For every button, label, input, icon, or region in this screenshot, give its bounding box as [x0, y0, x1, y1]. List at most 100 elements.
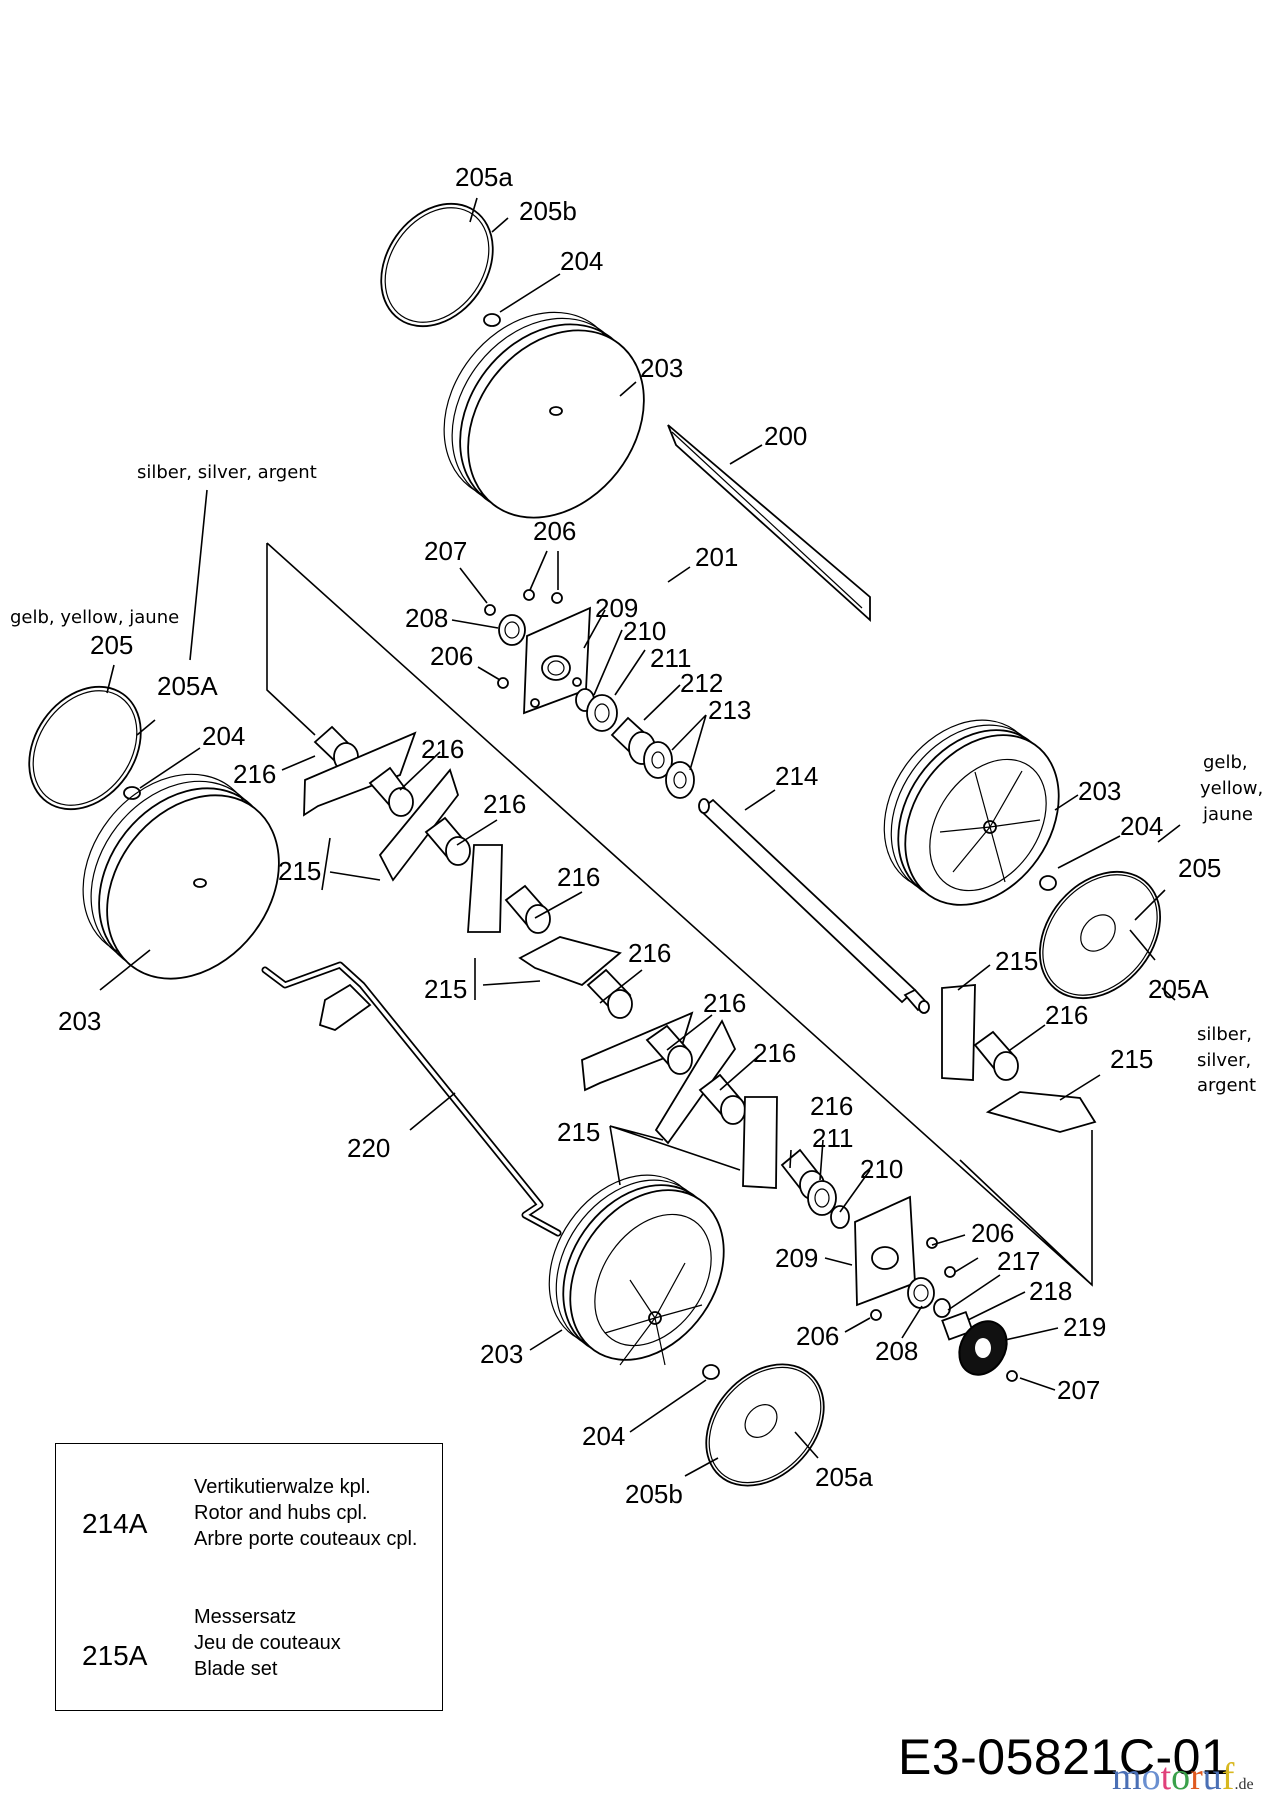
label-211-lower: 211 [812, 1123, 853, 1153]
blade-215 [303, 731, 417, 817]
bearing-208-upper [498, 614, 526, 646]
label-211-upper: 211 [650, 643, 691, 673]
label-215-b: 215 [424, 974, 467, 1004]
label-217: 217 [997, 1246, 1040, 1276]
label-204-right: 204 [1120, 811, 1163, 841]
note-right-yellow-2: yellow, [1200, 778, 1263, 799]
wheel-203-top [443, 311, 645, 519]
hubcap-205-right [1039, 870, 1161, 1000]
watermark-suffix: .de [1234, 1776, 1254, 1793]
legend-line: Arbre porte couteaux cpl. [194, 1528, 418, 1550]
blade-215 [654, 1019, 737, 1145]
spacer-216 [313, 725, 359, 772]
label-203-bottom: 203 [480, 1339, 523, 1369]
blade-stack-upper [303, 725, 622, 987]
part-200-rail [667, 424, 871, 623]
legend-code: 214A [82, 1508, 148, 1539]
legend-line: Messersatz [194, 1606, 297, 1628]
bracket-209-lower [854, 1195, 916, 1307]
label-206-lower-a: 206 [971, 1218, 1014, 1248]
part-201-axle [618, 485, 912, 772]
blade-215 [467, 844, 503, 933]
legend-line: Rotor and hubs cpl. [194, 1502, 368, 1524]
watermark-letter: u [1202, 1756, 1222, 1798]
label-214: 214 [775, 761, 818, 791]
label-215-c: 215 [557, 1117, 600, 1147]
rotor-shaft-214 [698, 798, 930, 1014]
note-right-yellow-1: gelb, [1203, 752, 1248, 773]
note-left-yellow: gelb, yellow, jaune [10, 607, 179, 628]
label-213: 213 [708, 695, 751, 725]
label-204-left: 204 [202, 721, 245, 751]
blade-stack-lower [581, 968, 850, 1229]
label-220: 220 [347, 1133, 390, 1163]
hubcap-205-bottom [705, 1363, 825, 1487]
label-216-d: 216 [557, 862, 600, 892]
note-right-silver-3: argent [1197, 1075, 1256, 1096]
blade-215 [742, 1096, 778, 1189]
plate-218 [941, 1311, 974, 1341]
legend-line: Blade set [194, 1658, 278, 1680]
label-205b-bottom: 205b [625, 1479, 683, 1509]
bearing-211-lower [807, 1180, 837, 1216]
bearing-204-bottom [702, 1364, 720, 1380]
watermark-logo: motoruf.de [1112, 1755, 1254, 1799]
label-204-bottom: 204 [582, 1421, 625, 1451]
watermark-letter: m [1112, 1756, 1142, 1798]
label-203-left: 203 [58, 1006, 101, 1036]
legend-description: Vertikutierwalze kpl. Rotor and hubs cpl… [194, 1474, 417, 1552]
watermark-letters: motoruf [1112, 1756, 1234, 1798]
label-215-d: 215 [995, 946, 1038, 976]
washer-213b [665, 761, 695, 799]
label-205b-top: 205b [519, 196, 577, 226]
label-216-a: 216 [233, 759, 276, 789]
bearing-211-upper [586, 694, 618, 732]
spacer-216 [698, 1073, 746, 1125]
label-212: 212 [680, 668, 723, 698]
part-220-axle [261, 961, 562, 1237]
note-right-silver-2: silver, [1197, 1050, 1251, 1071]
label-209-lower: 209 [775, 1243, 818, 1273]
label-204-top: 204 [560, 246, 603, 276]
label-206-lower-b: 206 [796, 1321, 839, 1351]
legend-description: Messersatz Jeu de couteaux Blade set [194, 1604, 341, 1682]
blade-215 [518, 936, 622, 987]
spacer-216 [424, 816, 471, 866]
label-205a-top: 205a [455, 162, 513, 192]
label-216-e: 216 [628, 938, 671, 968]
label-205A-right: 205A [1148, 974, 1209, 1004]
label-216-f: 216 [703, 988, 746, 1018]
label-215-a: 215 [278, 856, 321, 886]
label-200: 200 [764, 421, 807, 451]
bushing-217 [933, 1298, 951, 1318]
washer-210-lower [830, 1205, 850, 1229]
blade-215 [985, 1091, 1097, 1133]
label-206-upper-a: 206 [533, 516, 576, 546]
spacer-216 [504, 884, 551, 934]
spacer-216 [973, 1030, 1019, 1081]
document-id: E3-05821C-01 [898, 1729, 1230, 1785]
blade-215 [941, 984, 976, 1081]
wheel-203-bottom [548, 1174, 725, 1366]
spacer-216 [586, 968, 633, 1019]
label-205-right: 205 [1178, 853, 1221, 883]
label-205A-left: 205A [157, 671, 218, 701]
note-right-silver-1: silber, [1197, 1024, 1252, 1045]
label-216-g: 216 [753, 1038, 796, 1068]
label-218: 218 [1029, 1276, 1072, 1306]
bracket-209-upper [523, 606, 591, 715]
label-216-c: 216 [483, 789, 526, 819]
watermark-letter: f [1221, 1756, 1235, 1798]
wheel-203-right [883, 719, 1060, 906]
rotor-frame-outline [266, 542, 1093, 1287]
gear-219 [958, 1320, 1008, 1376]
label-205-left: 205 [90, 630, 133, 660]
label-210-upper: 210 [623, 616, 666, 646]
legend-code: 215A [82, 1640, 148, 1671]
bearing-204-top [483, 313, 501, 327]
label-206-upper-b: 206 [430, 641, 473, 671]
legend-line: Vertikutierwalze kpl. [194, 1476, 371, 1498]
label-208-upper: 208 [405, 603, 448, 633]
label-203-right: 203 [1078, 776, 1121, 806]
label-205a-bottom: 205a [815, 1462, 873, 1492]
